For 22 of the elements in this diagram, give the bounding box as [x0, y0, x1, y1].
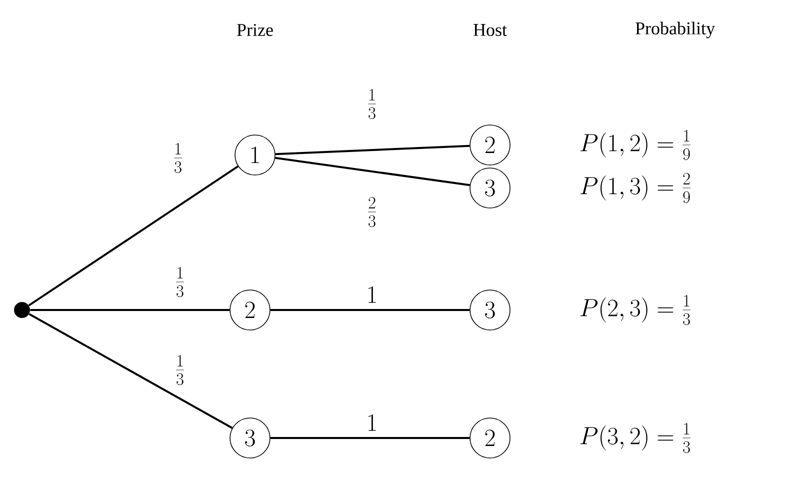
edge-label: $\frac{1}{3}$ — [174, 266, 186, 298]
probability-formula: $P(1,3) = \frac{2}{9}$ — [580, 172, 690, 204]
probability-formula: $P(2,3) = \frac{1}{3}$ — [580, 294, 690, 326]
branch-line — [28, 165, 239, 306]
branch-line — [28, 313, 233, 429]
edge-label: $1$ — [365, 414, 379, 432]
branch-line — [30, 309, 230, 311]
probability-formula: $P(3,2) = \frac{1}{3}$ — [580, 422, 690, 454]
root-dot — [14, 302, 30, 318]
probability-formula: $P(1,2) = \frac{1}{9}$ — [580, 130, 690, 160]
column-header: Prize — [237, 24, 273, 36]
edge-label: $\frac{1}{3}$ — [172, 142, 184, 174]
edge-label: $\frac{1}{3}$ — [174, 354, 186, 386]
branch-line — [275, 156, 470, 186]
edge-label: $\frac{2}{3}$ — [366, 196, 378, 228]
column-header: Host — [474, 24, 507, 36]
branch-line — [270, 437, 470, 439]
edge-label: $1$ — [365, 286, 379, 304]
edge-label: $\frac{1}{3}$ — [366, 88, 378, 120]
branch-line — [270, 309, 470, 311]
column-header: Probability — [636, 22, 715, 38]
branch-line — [275, 144, 470, 156]
